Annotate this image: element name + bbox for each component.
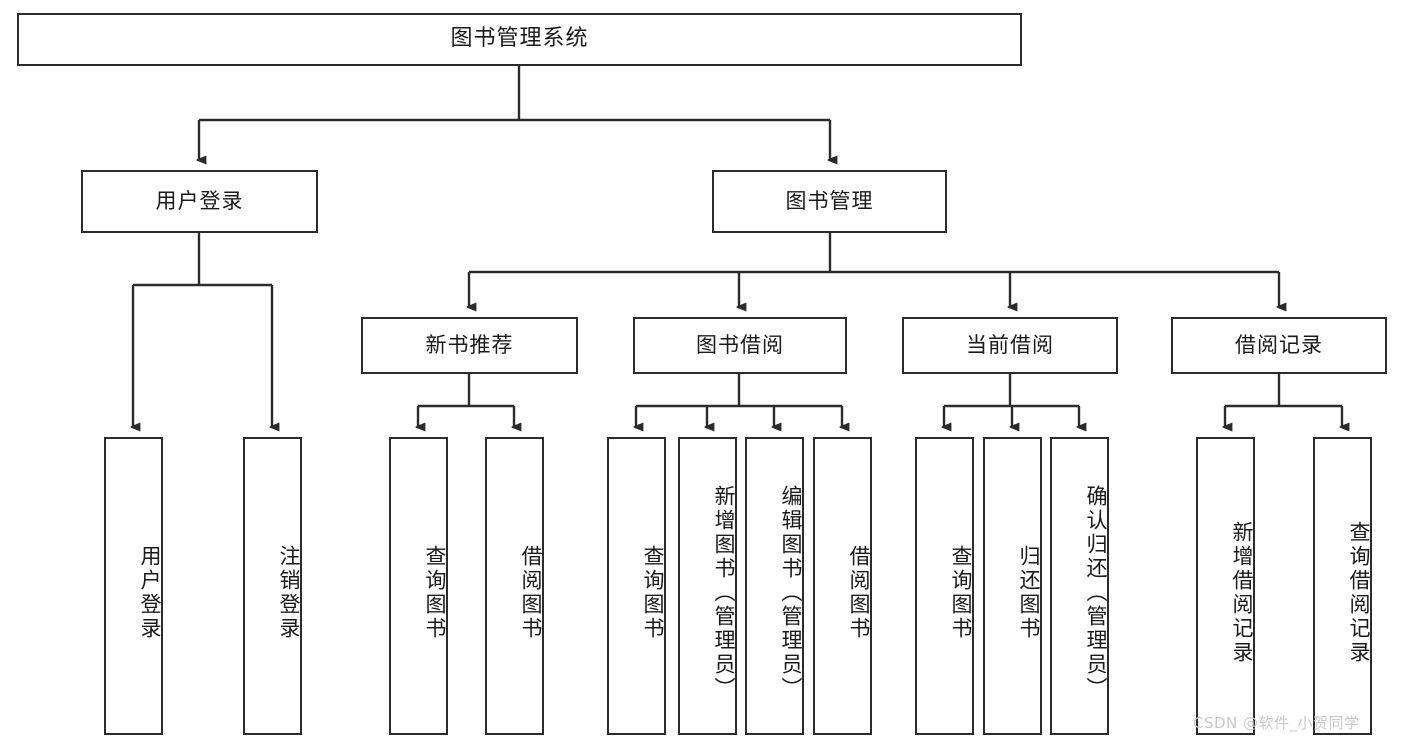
leaf-current-confirm-return-admin[interactable]: 确认归还（管理员）: [1050, 437, 1109, 735]
leaf-user-login-signin[interactable]: 用户登录: [104, 437, 163, 735]
csdn-watermark: CSDN @软件_小贺同学: [1193, 714, 1360, 732]
leaf-label: 新增图书（管理员）: [712, 485, 736, 701]
leaf-new-book-borrow[interactable]: 借阅图书: [485, 437, 544, 735]
node-book-management[interactable]: 图书管理: [712, 170, 947, 233]
leaf-label: 查询借阅记录: [1347, 521, 1371, 665]
leaf-current-query-book[interactable]: 查询图书: [915, 437, 974, 735]
leaf-label: 新增借阅记录: [1230, 521, 1254, 665]
leaf-label: 归还图书: [1017, 545, 1041, 641]
leaf-label: 查询图书: [641, 545, 665, 641]
leaf-user-login-signout[interactable]: 注销登录: [243, 437, 302, 735]
leaf-label: 借阅图书: [519, 545, 543, 641]
leaf-records-query-record[interactable]: 查询借阅记录: [1313, 437, 1372, 735]
leaf-borrow-add-book-admin[interactable]: 新增图书（管理员）: [678, 437, 737, 735]
leaf-borrow-query-book[interactable]: 查询图书: [607, 437, 666, 735]
leaf-records-add-record[interactable]: 新增借阅记录: [1196, 437, 1255, 735]
leaf-borrow-edit-book-admin[interactable]: 编辑图书（管理员）: [745, 437, 804, 735]
leaf-new-book-query[interactable]: 查询图书: [389, 437, 448, 735]
node-user-login[interactable]: 用户登录: [81, 170, 318, 233]
leaf-label: 借阅图书: [847, 545, 871, 641]
node-root-system[interactable]: 图书管理系统: [17, 13, 1022, 66]
leaf-label: 查询图书: [949, 545, 973, 641]
node-current-borrow[interactable]: 当前借阅: [902, 317, 1118, 374]
leaf-label: 注销登录: [277, 545, 301, 641]
node-book-borrow[interactable]: 图书借阅: [633, 317, 847, 374]
node-borrow-records[interactable]: 借阅记录: [1171, 317, 1387, 374]
node-new-book-recommend[interactable]: 新书推荐: [361, 317, 578, 374]
leaf-label: 用户登录: [138, 545, 162, 641]
leaf-label: 编辑图书（管理员）: [779, 485, 803, 701]
leaf-label: 查询图书: [423, 545, 447, 641]
leaf-current-return-book[interactable]: 归还图书: [983, 437, 1042, 735]
leaf-borrow-borrow-book[interactable]: 借阅图书: [813, 437, 872, 735]
leaf-label: 确认归还（管理员）: [1084, 485, 1108, 701]
